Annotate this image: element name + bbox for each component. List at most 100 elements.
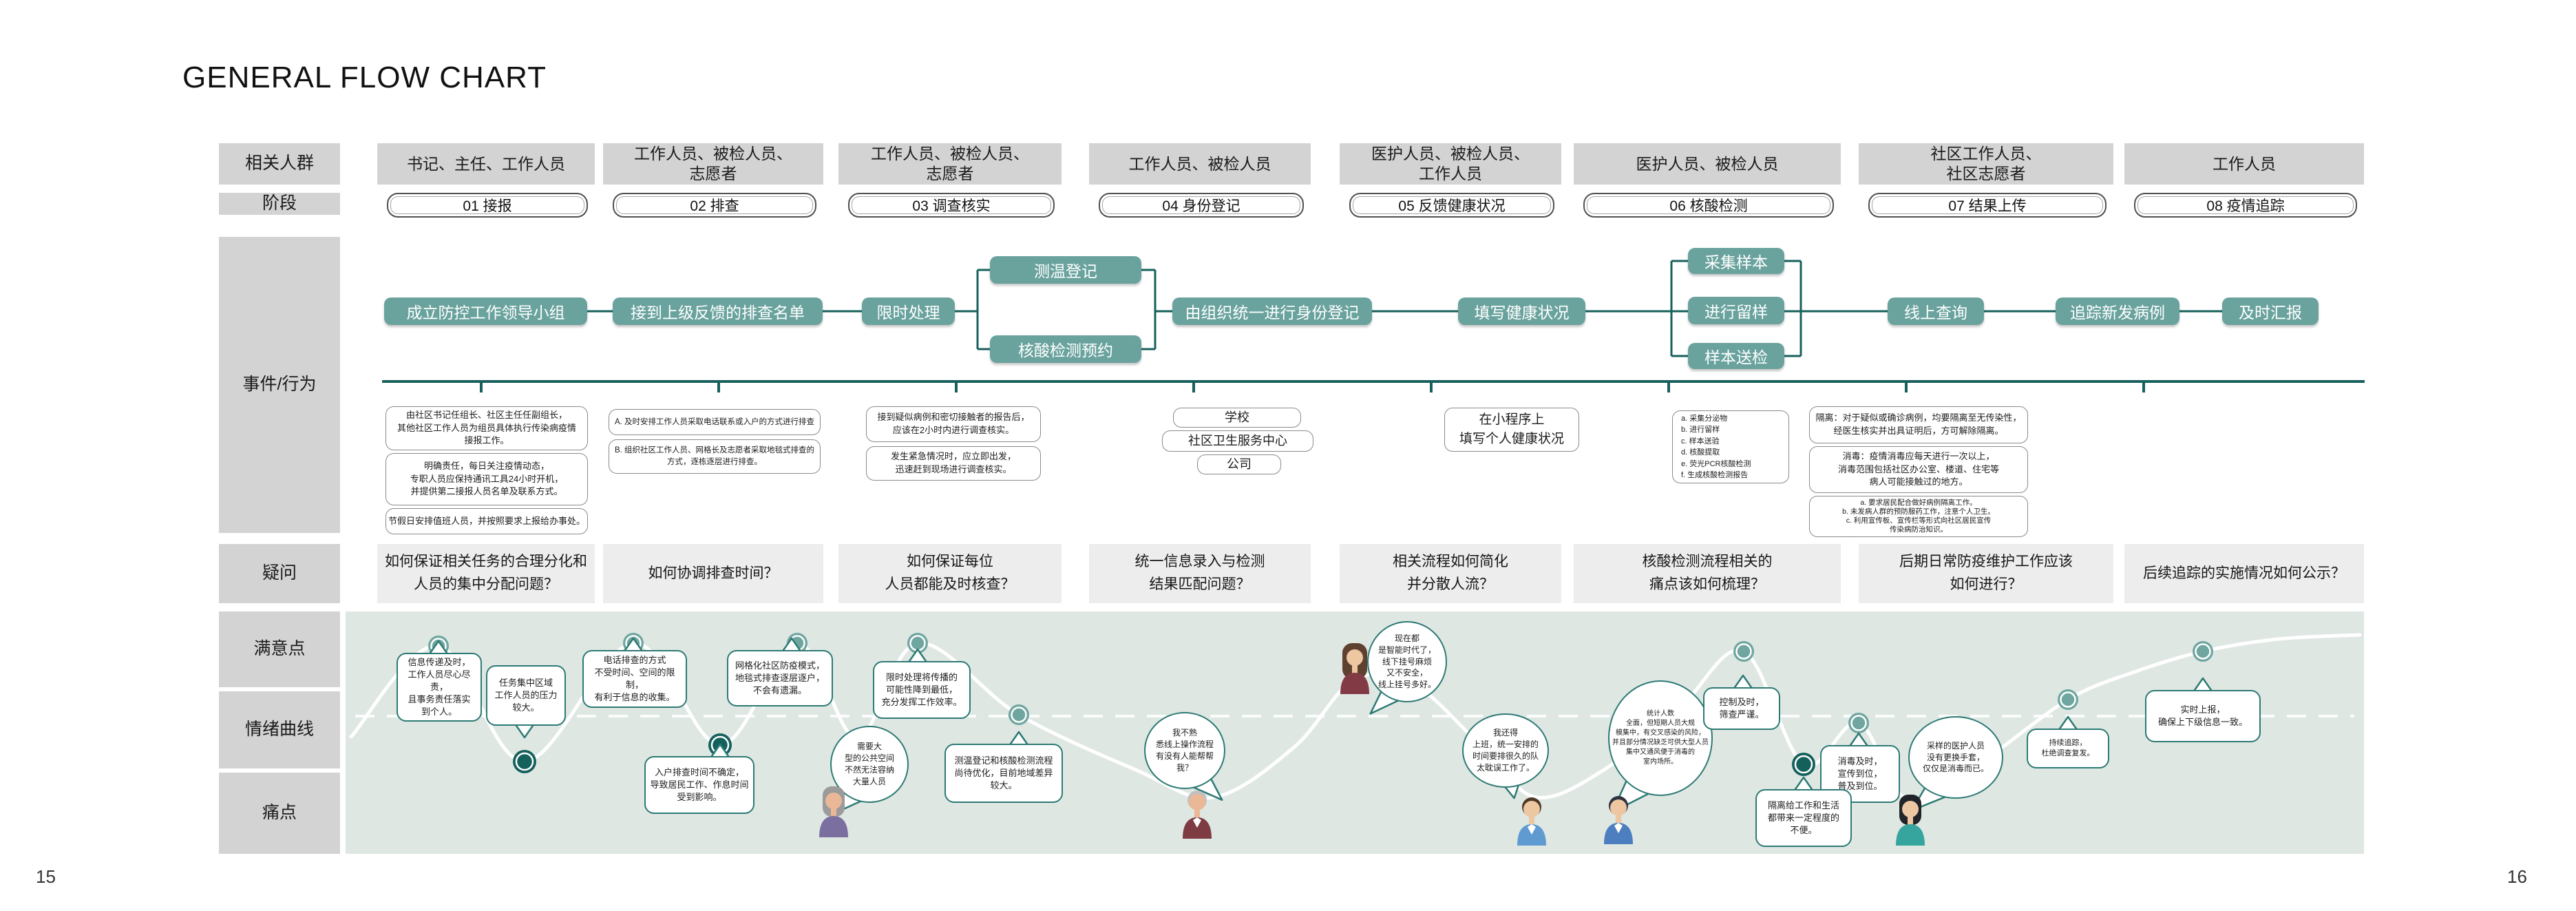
stage-box: 08 疫情追踪 — [2134, 193, 2357, 218]
satisfaction-bubble: 实时上报， 确保上下级信息一致。 — [2145, 690, 2261, 742]
row-label-people: 相关人群 — [219, 143, 340, 185]
flow-step: 填写健康状况 — [1458, 297, 1585, 325]
emotion-node-high-ring — [1735, 643, 1752, 660]
flow-step: 追踪新发病例 — [2056, 297, 2179, 325]
stage-box: 07 结果上传 — [1868, 193, 2107, 218]
row-label-events: 事件/行为 — [219, 237, 340, 533]
flow-step: 测温登记 — [990, 256, 1141, 284]
stage-box: 01 接报 — [387, 193, 588, 218]
column-people-group: 医护人员、被检人员 — [1574, 143, 1841, 185]
satisfaction-bubble: 控制及时， 筛查严谨。 — [1703, 687, 1780, 730]
note-card: 社区卫生服务中心 — [1162, 430, 1313, 452]
satisfaction-bubble: 网格化社区防疫模式， 地毯式排查逐层逐户， 不会有遗漏。 — [727, 650, 833, 706]
bubble-tail — [514, 722, 536, 739]
flow-step: 限时处理 — [862, 297, 955, 325]
person-nurse — [1892, 789, 1929, 846]
emotion-node-high-ring — [1850, 715, 1867, 731]
note-card: 在小程序上 填写个人健康状况 — [1444, 408, 1579, 452]
flow-step: 及时汇报 — [2222, 297, 2319, 325]
note-card: a. 要求居民配合做好病例隔离工作。 b. 未发病人群的预防服药工作，注意个人卫… — [1809, 496, 2028, 537]
row-label-pain: 痛点 — [219, 773, 340, 854]
flow-step: 成立防控工作领导小组 — [384, 297, 587, 325]
note-card: B. 组织社区工作人员、网格长及志愿者采取地毯式排查的 方式，逐栋逐层进行排查。 — [609, 439, 821, 474]
row-label-satisfaction: 满意点 — [219, 611, 340, 687]
question-cell: 如何保证相关任务的合理分化和 人员的集中分配问题？ — [377, 544, 595, 603]
pain-bubble: 测温登记和核酸检测流程 尚待优化，目前地域差异 较大。 — [944, 744, 1063, 803]
question-cell: 如何协调排查时间？ — [603, 544, 823, 603]
question-cell: 核酸检测流程相关的 痛点该如何梳理？ — [1574, 544, 1841, 603]
flow-step: 采集样本 — [1688, 248, 1784, 274]
column-people-group: 工作人员 — [2124, 143, 2364, 185]
emotion-node-high-ring — [2060, 691, 2076, 708]
person-elderly-resident — [1179, 782, 1216, 839]
emotion-node-low-ring — [1794, 755, 1813, 774]
question-cell: 统一信息录入与检测 结果匹配问题？ — [1089, 544, 1311, 603]
timeline-tick — [1667, 380, 1670, 392]
timeline — [382, 380, 2365, 383]
emotion-node-high-ring — [2195, 643, 2211, 660]
person-elderly-resident-icon — [1183, 790, 1212, 839]
quote-bubble: 需要大 型的公共空间 不然无法容纳 大量人员 — [830, 726, 909, 803]
pain-bubble: 任务集中区域 工作人员的压力 较大。 — [486, 665, 566, 726]
quote-bubble: 现在都 是智能时代了， 线下挂号麻烦 又不安全， 线上挂号多好。 — [1367, 621, 1447, 702]
flow-step: 接到上级反馈的排查名单 — [613, 297, 823, 325]
pain-bubble: 入户排查时间不确定， 导致居民工作、作息时间 受到影响。 — [644, 756, 754, 814]
flow-step: 样本送检 — [1688, 343, 1784, 369]
stage-box: 04 身份登记 — [1099, 193, 1304, 218]
question-cell: 如何保证每位 人员都能及时核查？ — [838, 544, 1062, 603]
column-people-group: 工作人员、被检人员、 志愿者 — [603, 143, 823, 185]
note-card: 发生紧急情况时，应立即出发， 迅速赶到现场进行调查核实。 — [866, 446, 1041, 481]
person-doctor — [1600, 788, 1637, 844]
question-cell: 后续追踪的实施情况如何公示？ — [2124, 544, 2364, 603]
column-people-group: 社区工作人员、 社区志愿者 — [1859, 143, 2113, 185]
emotion-node-high-ring — [1011, 706, 1027, 723]
satisfaction-bubble: 限时处理将传播的 可能性降到最低， 充分发挥工作效率。 — [873, 661, 971, 719]
column-people-group: 工作人员、被检人员、 志愿者 — [838, 143, 1062, 185]
satisfaction-bubble: 信息传递及时， 工作人员尽心尽责， 且事务责任落实 到个人。 — [397, 653, 482, 722]
timeline-tick — [1192, 380, 1195, 392]
person-office-worker — [1513, 789, 1550, 846]
timeline-tick — [2142, 380, 2145, 392]
stage-box: 03 调查核实 — [848, 193, 1055, 218]
flow-step: 核酸检测预约 — [990, 335, 1141, 363]
note-card: 公司 — [1197, 454, 1281, 474]
page-title: GENERAL FLOW CHART — [182, 61, 547, 94]
quote-bubble: 我还得 上班，统一安排的 时间要排很久的队 太耽误工作了。 — [1462, 713, 1549, 788]
row-label-questions: 疑问 — [219, 544, 340, 603]
pain-bubble: 隔离给工作和生活 都带来一定程度的 不便。 — [1755, 789, 1852, 847]
person-nurse-icon — [1896, 795, 1925, 846]
note-card: 明确责任，每日关注疫情动态， 专职人员应保持通讯工具24小时开机， 并提供第二接… — [386, 453, 588, 505]
person-resident-woman-icon — [1340, 643, 1369, 694]
quote-bubble: 我不熟 悉线上操作流程 有没有人能帮帮 我？ — [1144, 712, 1225, 789]
note-card: A. 及时安排工作人员采取电话联系或入户的方式进行排查 — [609, 409, 821, 435]
note-card: 节假日安排值班人员，并按照要求上报给办事处。 — [386, 508, 588, 534]
page-number-left: 15 — [36, 866, 56, 887]
person-office-worker-icon — [1517, 797, 1546, 846]
satisfaction-bubble: 持续追踪， 杜绝调查复发。 — [2027, 729, 2109, 768]
stage-box: 06 核酸检测 — [1583, 193, 1834, 218]
row-label-stage: 阶段 — [219, 193, 340, 215]
person-resident-woman-purple — [815, 781, 852, 837]
column-people-group: 书记、主任、工作人员 — [377, 143, 595, 185]
flow-step: 线上查询 — [1888, 297, 1984, 325]
note-card: 由社区书记任组长、社区主任任副组长， 其他社区工作人员为组员具体执行传染病疫情 … — [386, 406, 588, 450]
quote-bubble: 采样的医护人员 没有更换手套， 仅仅是消毒而已。 — [1908, 716, 2003, 799]
question-cell: 后期日常防疫维护工作应该 如何进行？ — [1859, 544, 2113, 603]
question-cell: 相关流程如何简化 并分散人流？ — [1340, 544, 1561, 603]
person-doctor-icon — [1604, 796, 1633, 844]
timeline-tick — [1905, 380, 1908, 392]
timeline-tick — [717, 380, 720, 392]
person-resident-woman-purple-icon — [819, 786, 848, 837]
timeline-tick — [955, 380, 958, 392]
note-card: 学校 — [1173, 408, 1301, 428]
note-card: 接到疑似病例和密切接触者的报告后， 应该在2小时内进行调查核实。 — [866, 406, 1041, 442]
stage-box: 05 反馈健康状况 — [1349, 193, 1554, 218]
stage-box: 02 排查 — [613, 193, 816, 218]
person-resident-woman — [1336, 638, 1373, 694]
emotion-node-low-ring — [515, 752, 534, 771]
timeline-tick — [1430, 380, 1433, 392]
timeline-tick — [480, 380, 483, 392]
column-people-group: 医护人员、被检人员、 工作人员 — [1340, 143, 1561, 185]
